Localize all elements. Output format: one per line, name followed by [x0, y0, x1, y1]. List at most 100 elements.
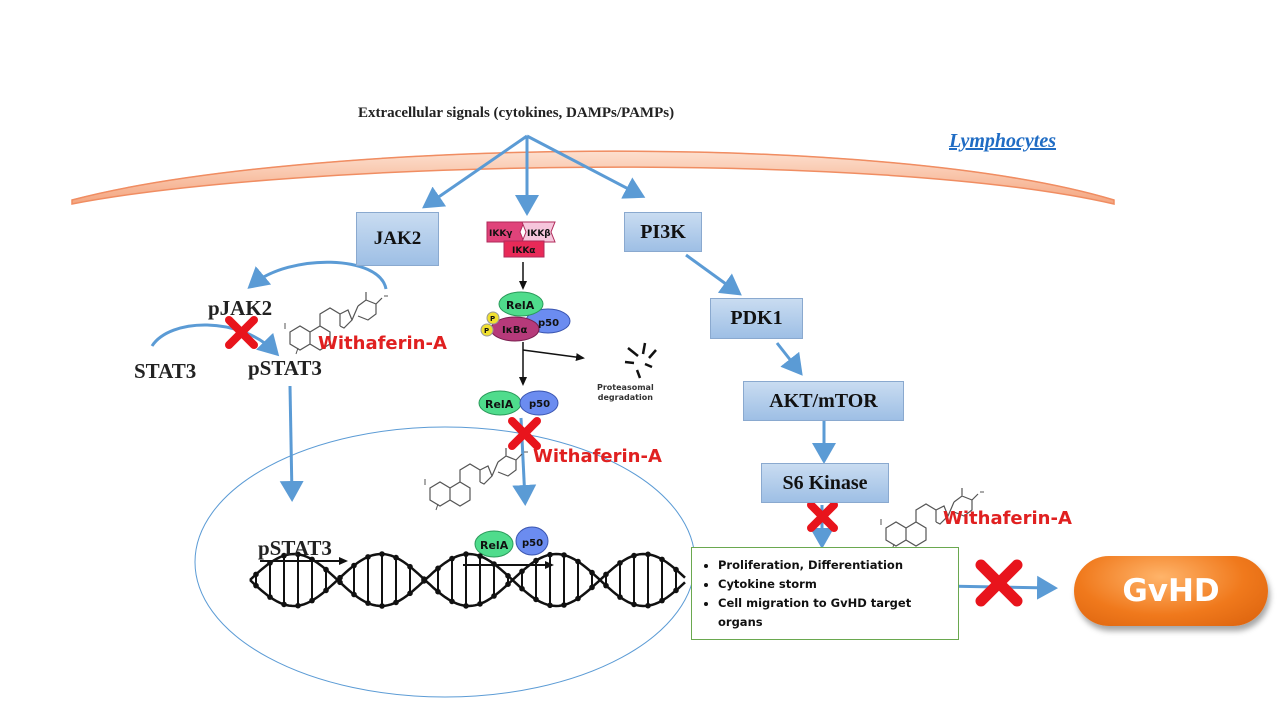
rela-label-2: RelA [485, 398, 514, 411]
outcome-item: Proliferation, Differentiation [718, 556, 952, 575]
outcomes-box: Proliferation, Differentiation Cytokine … [691, 547, 959, 640]
dna-nucleotide [351, 591, 357, 598]
ikk-gamma-label: IKKγ [489, 229, 512, 239]
dna-nucleotide [351, 562, 357, 569]
dna-nucleotide [379, 603, 385, 609]
pi3k-box: PI3K [624, 212, 702, 252]
dna-nucleotide [337, 579, 343, 586]
dna-nucleotide [547, 602, 553, 609]
lymphocytes-label: Lymphocytes [949, 130, 1057, 152]
nfkb-ikb-complex [480, 291, 571, 342]
dna-nucleotide [645, 602, 651, 609]
dna-nucleotide [547, 551, 553, 558]
extracellular-signals-label: Extracellular signals (cytokines, DAMPs/… [358, 105, 675, 121]
dna-nucleotide [323, 587, 329, 594]
dna-nucleotide [673, 587, 679, 594]
dna-nucleotide [449, 555, 455, 562]
akt-mtor-box: AKT/mTOR [743, 381, 904, 421]
ikk-complex [486, 221, 556, 258]
dna-nucleotide [393, 599, 399, 606]
inhibition-marks [225, 316, 1023, 607]
dna-nucleotide [519, 568, 525, 575]
rela-label-1: RelA [506, 299, 535, 312]
withaferin-label-1: Withaferin-A [318, 333, 447, 354]
dna-nucleotide [533, 557, 539, 564]
dna-nucleotide [505, 581, 511, 587]
dna-nucleotide [365, 554, 371, 560]
dna-nucleotide [407, 590, 413, 597]
nfkb-dimer-nucleus [474, 526, 549, 558]
gvhd-badge: GvHD [1074, 556, 1268, 626]
dna-nucleotide [519, 585, 525, 592]
phospho-label-2: P [484, 327, 489, 335]
dna-nucleotide [617, 560, 623, 566]
outcome-item: Cell migration to GvHD target organs [718, 594, 952, 632]
pjak2-label: pJAK2 [208, 296, 273, 320]
dna-nucleotide [393, 554, 399, 561]
dna-nucleotide [365, 600, 371, 606]
withaferin-label-2: Withaferin-A [533, 446, 662, 467]
proteasomal-text: Proteasomal [597, 383, 654, 392]
dna-nucleotide [379, 551, 385, 557]
dna-nucleotide [323, 566, 329, 573]
dna-nucleotide [337, 574, 343, 581]
proteasome-fragments [624, 342, 657, 379]
dna-nucleotide [267, 594, 273, 600]
dna-nucleotide [645, 551, 651, 558]
p50-label-2: p50 [529, 399, 550, 410]
dna-nucleotide [449, 598, 455, 605]
dna-nucleotide [253, 582, 259, 589]
dna-nucleotide [603, 582, 609, 589]
dna-nucleotide [603, 571, 609, 578]
p50-label-1: p50 [538, 318, 559, 329]
dna-nucleotide [575, 595, 581, 602]
degradation-text: degradation [597, 393, 653, 402]
dna-nucleotide [407, 563, 413, 570]
outcome-item: Cytokine storm [718, 575, 952, 594]
dna-nucleotide [435, 588, 441, 595]
dna-nucleotide [575, 558, 581, 565]
dna-nucleotide [659, 556, 665, 563]
dna-nucleotide [295, 551, 301, 558]
pstat3-label: pSTAT3 [248, 356, 322, 380]
nfkb-dimer-cytoplasm [478, 390, 559, 416]
ikk-alpha-label: IKKα [512, 246, 535, 256]
proteasomal-degradation-label: Proteasomal degradation [597, 383, 654, 403]
ikb-label: IκBα [502, 325, 527, 336]
dna-nucleotide [673, 566, 679, 573]
transcription-arrows [260, 557, 554, 569]
withaferin-label-3: Withaferin-A [943, 508, 1072, 529]
dna-nucleotide [505, 573, 511, 579]
ikk-beta-label: IKKβ [527, 229, 551, 239]
dna-nucleotide [421, 578, 427, 584]
dna-nucleotide [253, 571, 259, 578]
dna-helix [249, 551, 686, 609]
dna-nucleotide [589, 584, 595, 591]
dna-nucleotide [533, 596, 539, 603]
dna-nucleotide [659, 597, 665, 604]
dna-nucleotide [281, 552, 287, 559]
rela-label-3: RelA [480, 539, 509, 552]
dna-nucleotide [463, 551, 469, 557]
dna-nucleotide [617, 594, 623, 600]
withaferin-structure-2 [424, 447, 529, 511]
dna-nucleotide [309, 597, 315, 604]
dna-nucleotide [477, 601, 483, 607]
dna-nucleotide [435, 565, 441, 572]
dna-nucleotide [589, 569, 595, 576]
jak2-box: JAK2 [356, 212, 439, 266]
dna-nucleotide [477, 553, 483, 559]
dna-nucleotide [561, 602, 567, 608]
s6-kinase-box: S6 Kinase [761, 463, 889, 503]
stat3-label: STAT3 [134, 359, 197, 383]
dna-nucleotide [631, 552, 637, 559]
dna-nucleotide [491, 593, 497, 599]
p50-label-3: p50 [522, 538, 543, 549]
dna-nucleotide [561, 552, 567, 558]
dna-nucleotide [631, 601, 637, 608]
dna-nucleotide [281, 601, 287, 608]
dna-nucleotide [295, 602, 301, 609]
cell-membrane [71, 150, 1115, 205]
nfkb-arrows [519, 262, 585, 386]
